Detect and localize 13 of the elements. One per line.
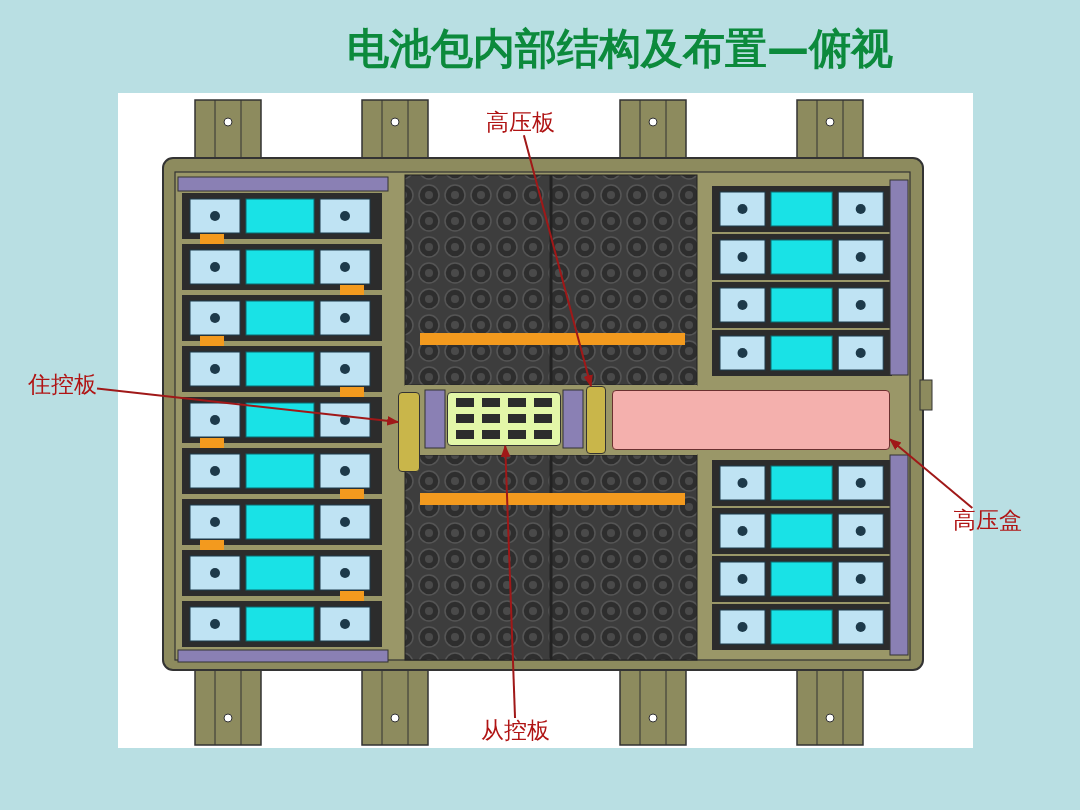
leader-line (889, 438, 974, 509)
callout-label: 住控板 (28, 372, 97, 398)
callout-label: 从控板 (481, 718, 550, 744)
leader-line (522, 134, 593, 388)
slave-board (447, 392, 561, 446)
callout-label: 高压盒 (953, 508, 1022, 534)
leader-line (96, 387, 400, 426)
control-board (398, 392, 420, 472)
callout-label: 高压板 (486, 110, 555, 136)
high-voltage-box (612, 390, 890, 450)
leader-line (500, 444, 517, 719)
high-voltage-board (586, 386, 606, 454)
title: 电池包内部结构及布置—俯视 (346, 24, 894, 75)
